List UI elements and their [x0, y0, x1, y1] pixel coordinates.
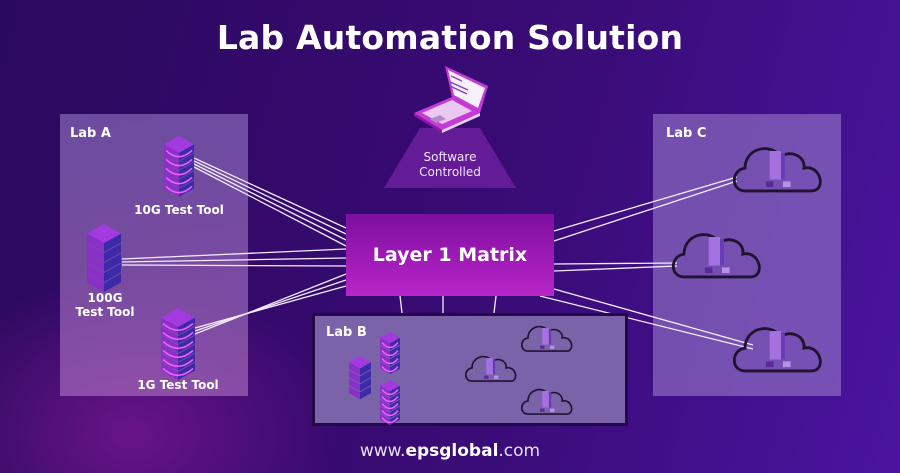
cable	[194, 279, 347, 332]
lab-c-cloud-1-icon	[732, 147, 822, 193]
software-label-line1: Software	[423, 150, 477, 164]
lab-b-cloud-1-icon	[520, 325, 573, 352]
cable	[539, 295, 754, 350]
lab-b-label: Lab B	[326, 325, 367, 340]
tool-1g-label: 1G Test Tool	[128, 378, 228, 392]
lab-b-server-2-icon	[349, 356, 371, 400]
server-10g-icon	[164, 136, 194, 197]
cable	[193, 166, 347, 247]
page-title: Lab Automation Solution	[216, 18, 684, 57]
footer-brand: epsglobal	[405, 441, 499, 461]
software-label-line2: Controlled	[419, 165, 481, 179]
footer-url[interactable]: www.epsglobal.com	[0, 441, 900, 461]
tool-100g-label: 100G Test Tool	[60, 291, 150, 319]
tool-100g-label-line1: 100G	[87, 291, 123, 305]
footer-suffix: .com	[498, 441, 541, 461]
tool-1g-label-text: 1G Test Tool	[137, 378, 219, 392]
cable	[493, 295, 497, 314]
cable	[194, 273, 347, 335]
lab-b-server-1-icon	[380, 332, 400, 375]
server-100g-icon	[87, 224, 121, 293]
lab-a-label: Lab A	[70, 126, 111, 141]
cable	[193, 157, 347, 229]
cable	[553, 262, 678, 265]
lab-c-cloud-3-icon	[732, 327, 822, 373]
lab-c-cloud-2-icon	[671, 233, 761, 279]
cable	[553, 180, 738, 242]
lab-b-cloud-2-icon	[464, 355, 517, 382]
cable	[121, 264, 347, 267]
software-cone-shape	[384, 128, 516, 188]
footer-prefix: www.	[359, 441, 406, 461]
layer1-matrix: Layer 1 Matrix	[346, 214, 554, 296]
cable	[553, 176, 738, 232]
cable	[553, 288, 754, 346]
cable	[193, 160, 347, 235]
cable	[193, 163, 347, 241]
tool-100g-label-line2: Test Tool	[75, 305, 135, 319]
server-1g-icon	[161, 308, 195, 381]
lab-b-server-3-icon	[380, 380, 400, 426]
lab-b-cloud-3-icon	[520, 388, 573, 415]
cable	[553, 265, 678, 272]
cable	[194, 285, 347, 329]
lab-c-label: Lab C	[666, 126, 707, 141]
tool-10g-label: 10G Test Tool	[124, 203, 234, 217]
cable	[121, 257, 347, 263]
cable	[399, 295, 403, 314]
software-controlled-label: Software Controlled	[404, 150, 496, 180]
tool-10g-label-text: 10G Test Tool	[134, 203, 224, 217]
cable	[121, 248, 347, 260]
